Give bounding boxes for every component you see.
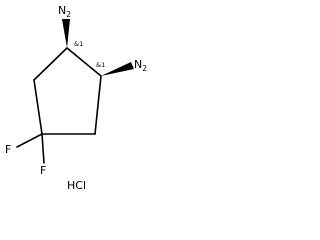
bond-c2-c1: [66, 47, 102, 77]
wedge-bond-c1-nh2: [62, 19, 70, 48]
bond-c5-c4: [33, 79, 43, 135]
bond-c4-f-bottom: [41, 133, 45, 164]
bond-c1-c5: [33, 47, 68, 81]
salt-label: HCl: [67, 179, 86, 192]
stereo-label-c2: &1: [96, 61, 105, 69]
molecule-structure: N2 N2 F F &1 &1 HCl: [5, 4, 147, 192]
bond-c4-f-left: [16, 133, 43, 148]
atom-label-fluorine-bottom: F: [40, 164, 46, 177]
wedge-bond-c2-nh2: [101, 62, 134, 76]
stereo-label-c1: &1: [74, 40, 83, 48]
atom-label-nh2-top: N2: [58, 4, 71, 19]
bond-c3-c2: [94, 75, 102, 135]
atom-label-nh2-right: N2: [134, 58, 147, 73]
atom-label-fluorine-left: F: [5, 143, 11, 156]
